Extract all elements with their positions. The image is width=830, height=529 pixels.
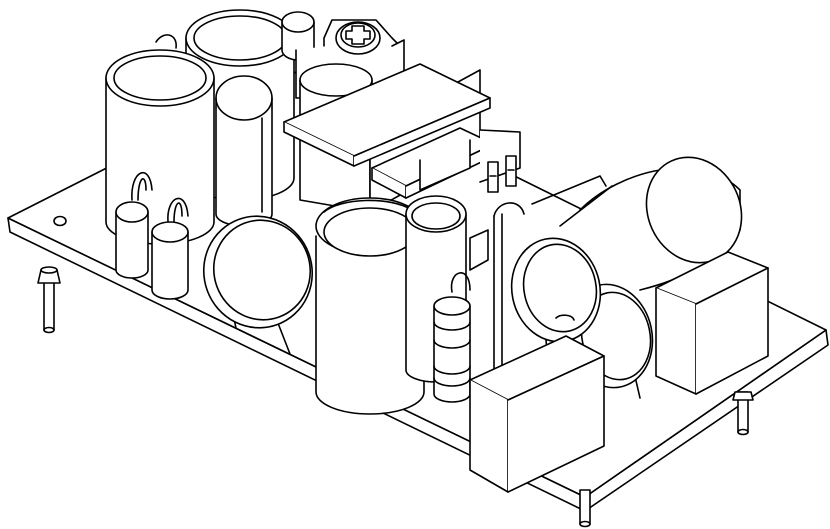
transformer	[284, 64, 520, 212]
small-capacitor-2	[152, 198, 188, 299]
mounting-hole	[54, 217, 66, 226]
mounting-pin-left	[38, 267, 60, 333]
mounting-pin-right	[733, 392, 753, 435]
box-capacitor-right	[656, 252, 768, 394]
small-capacitor-1	[116, 173, 152, 278]
upright-resistor	[470, 203, 524, 380]
film-capacitor	[216, 76, 272, 226]
electrolytic-capacitor-center	[316, 198, 424, 414]
mounting-pin-bottom	[580, 490, 590, 527]
disc-varistor-left	[188, 201, 328, 354]
disc-capacitor-center	[502, 230, 610, 364]
common-mode-choke	[532, 142, 759, 290]
box-capacitor-front	[470, 336, 604, 492]
